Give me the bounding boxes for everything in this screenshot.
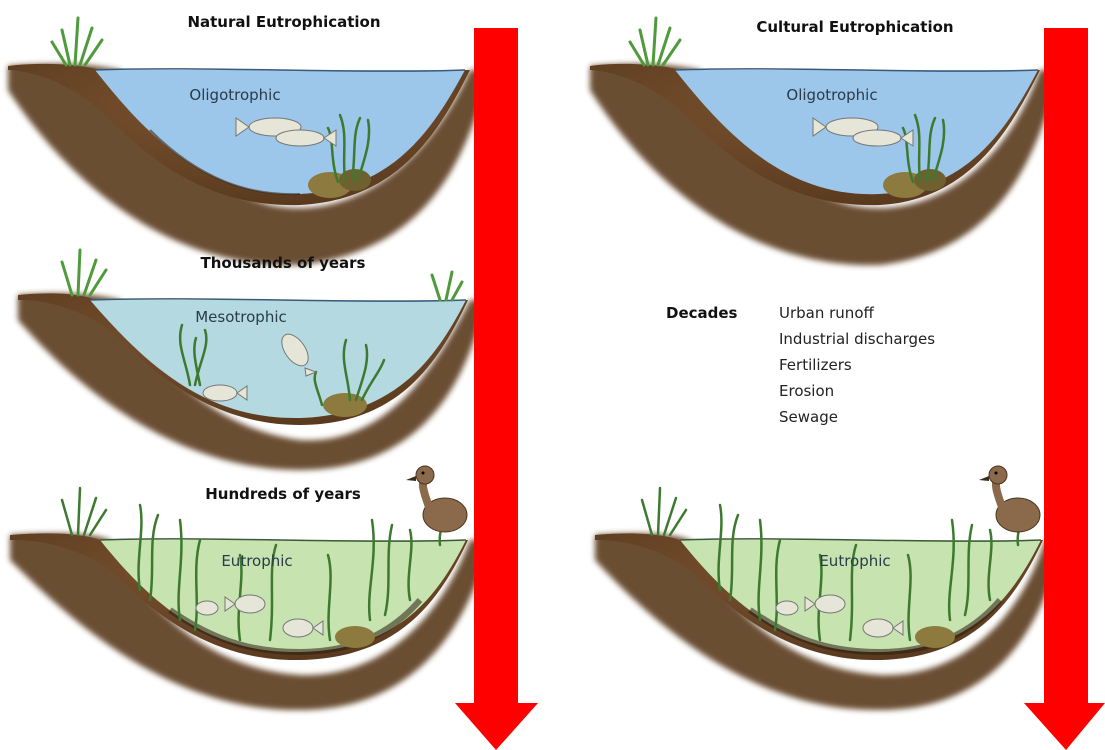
cause-item: Industrial discharges (779, 330, 935, 348)
pond-natural-mesotrophic (18, 250, 485, 470)
timescale-decades: Decades (666, 304, 738, 322)
natural-eutrophication-title: Natural Eutrophication (187, 13, 380, 31)
cause-item: Urban runoff (779, 304, 874, 322)
rock-icon (323, 393, 367, 417)
pond-natural-oligotrophic (8, 18, 490, 265)
grass-icon (630, 18, 680, 65)
rock-icon (335, 626, 375, 648)
duck-icon (979, 466, 1040, 532)
pond-cultural-eutrophic (595, 466, 1062, 710)
pond-cultural-oligotrophic (590, 18, 1060, 265)
cultural-eutrophication-title: Cultural Eutrophication (756, 18, 953, 36)
causes-list: Urban runoff Industrial discharges Ferti… (779, 304, 935, 426)
grass-icon (52, 18, 102, 65)
stage-label-cultural-oligotrophic: Oligotrophic (786, 86, 877, 104)
rock-icon (915, 626, 955, 648)
cause-item: Sewage (779, 408, 838, 426)
stage-label-mesotrophic: Mesotrophic (195, 308, 287, 326)
stage-label-eutrophic: Eutrophic (221, 552, 292, 570)
stage-label-cultural-eutrophic: Eutrophic (819, 552, 890, 570)
cause-item: Erosion (779, 382, 834, 400)
stage-label-oligotrophic: Oligotrophic (189, 86, 280, 104)
duck-icon (406, 466, 467, 532)
timescale-hundreds: Hundreds of years (205, 485, 361, 503)
timescale-thousands: Thousands of years (201, 254, 366, 272)
cause-item: Fertilizers (779, 356, 852, 374)
